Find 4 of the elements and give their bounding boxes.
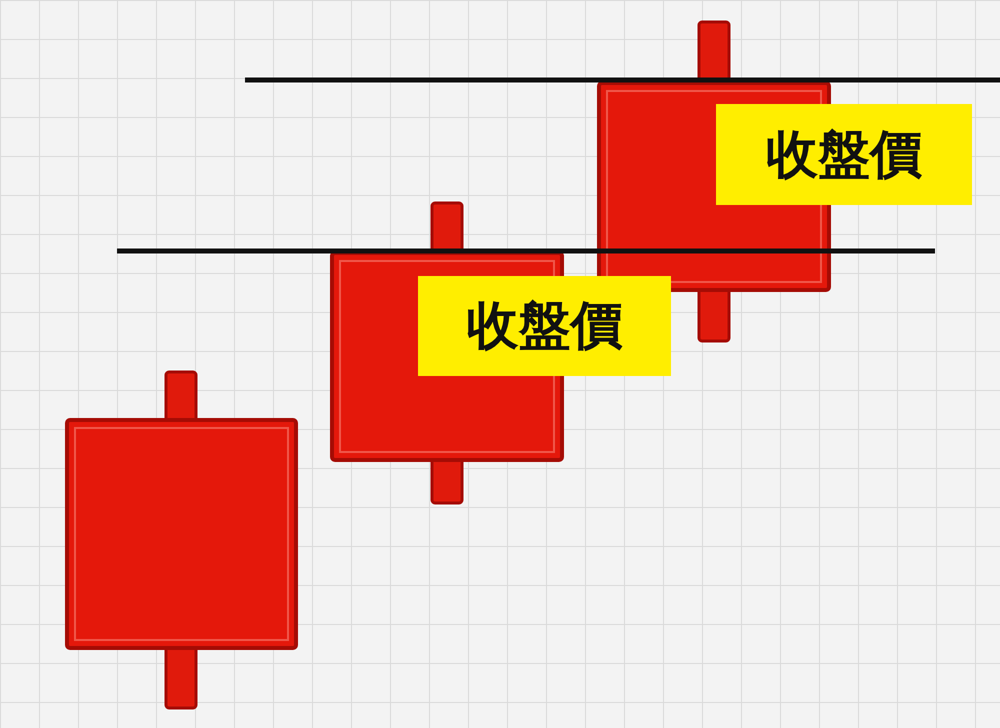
label-text: 收盤價: [766, 124, 922, 186]
label-box: [716, 104, 972, 205]
label-box: [418, 276, 671, 376]
label-text: 收盤價: [466, 295, 622, 358]
